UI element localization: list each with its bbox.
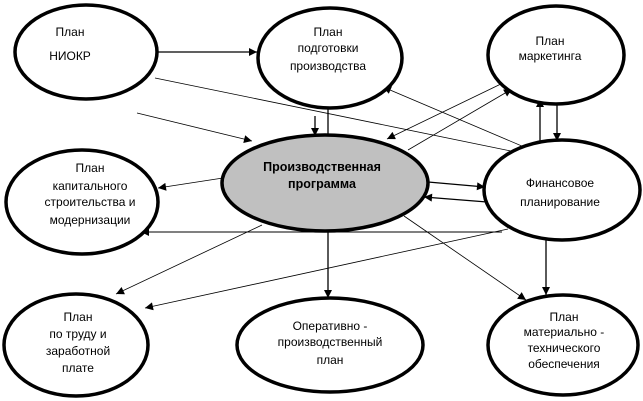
node-finance: Финансовое планирование <box>482 138 642 242</box>
node-capital-label: План <box>76 161 105 175</box>
arrow-finance-to-podgotovka <box>382 86 544 156</box>
node-podgotovka-label: подготовки <box>298 41 359 55</box>
node-podgotovka-label: производства <box>290 59 366 73</box>
node-operative-label: производственный <box>278 335 383 349</box>
node-capital-label: капитального <box>53 179 128 193</box>
node-material-label: технического <box>528 341 601 355</box>
node-podgotovka-ellipse <box>256 6 404 110</box>
arrow-niokr-to-central <box>136 112 253 143</box>
node-material-ellipse <box>486 293 640 397</box>
arrow-finance-to-labor <box>144 228 509 311</box>
node-material-label: План <box>550 310 579 324</box>
arrow-central-to-labor <box>115 224 263 295</box>
node-finance-label: планирование <box>520 195 600 209</box>
arrow-central-to-material <box>403 215 527 301</box>
node-central-label: Производственная <box>263 160 381 174</box>
node-marketing-label: маркетинга <box>519 49 582 63</box>
node-marketing-label: План <box>536 34 565 48</box>
arrow-central-to-marketing <box>407 88 513 151</box>
node-capital-ellipse <box>4 148 160 256</box>
arrow-marketing-to-central <box>386 81 506 140</box>
node-labor-label: плате <box>62 361 94 375</box>
node-central: Производственная программа <box>220 133 430 233</box>
node-labor-label: по труду и <box>49 327 106 341</box>
node-operative-ellipse <box>235 296 425 394</box>
node-podgotovka: План подготовки производства <box>256 6 404 110</box>
node-material-label: материально - <box>524 325 605 339</box>
node-labor-ellipse <box>2 292 150 398</box>
node-marketing-ellipse <box>486 4 626 106</box>
arrow-niokr-to-finance <box>154 77 541 158</box>
arrow-finance-to-central <box>423 193 488 203</box>
node-operative-label: Оперативно - <box>293 319 368 333</box>
arrow-central-to-finance <box>427 181 486 191</box>
node-material-label: обеспечения <box>528 357 600 371</box>
node-niokr-label: НИОКР <box>49 49 91 63</box>
node-niokr-ellipse <box>13 3 159 101</box>
node-labor-label: План <box>64 310 93 324</box>
node-capital-label: модернизации <box>50 213 131 227</box>
node-finance-ellipse <box>482 138 642 242</box>
node-podgotovka-label: План <box>314 25 343 39</box>
node-operative-label: план <box>317 353 344 367</box>
node-central-label: программа <box>288 177 357 191</box>
node-niokr-label: План <box>56 25 85 39</box>
node-operative: Оперативно - производственный план <box>235 296 425 394</box>
arrow-central-to-capital <box>157 177 224 191</box>
node-labor: План по труду и заработной плате <box>2 292 150 398</box>
node-labor-label: заработной <box>46 344 110 358</box>
node-finance-label: Финансовое <box>526 176 594 190</box>
node-capital: План капитального строительства и модерниза… <box>4 148 160 256</box>
node-central-ellipse <box>220 133 430 233</box>
node-capital-label: строительства и <box>45 195 136 209</box>
